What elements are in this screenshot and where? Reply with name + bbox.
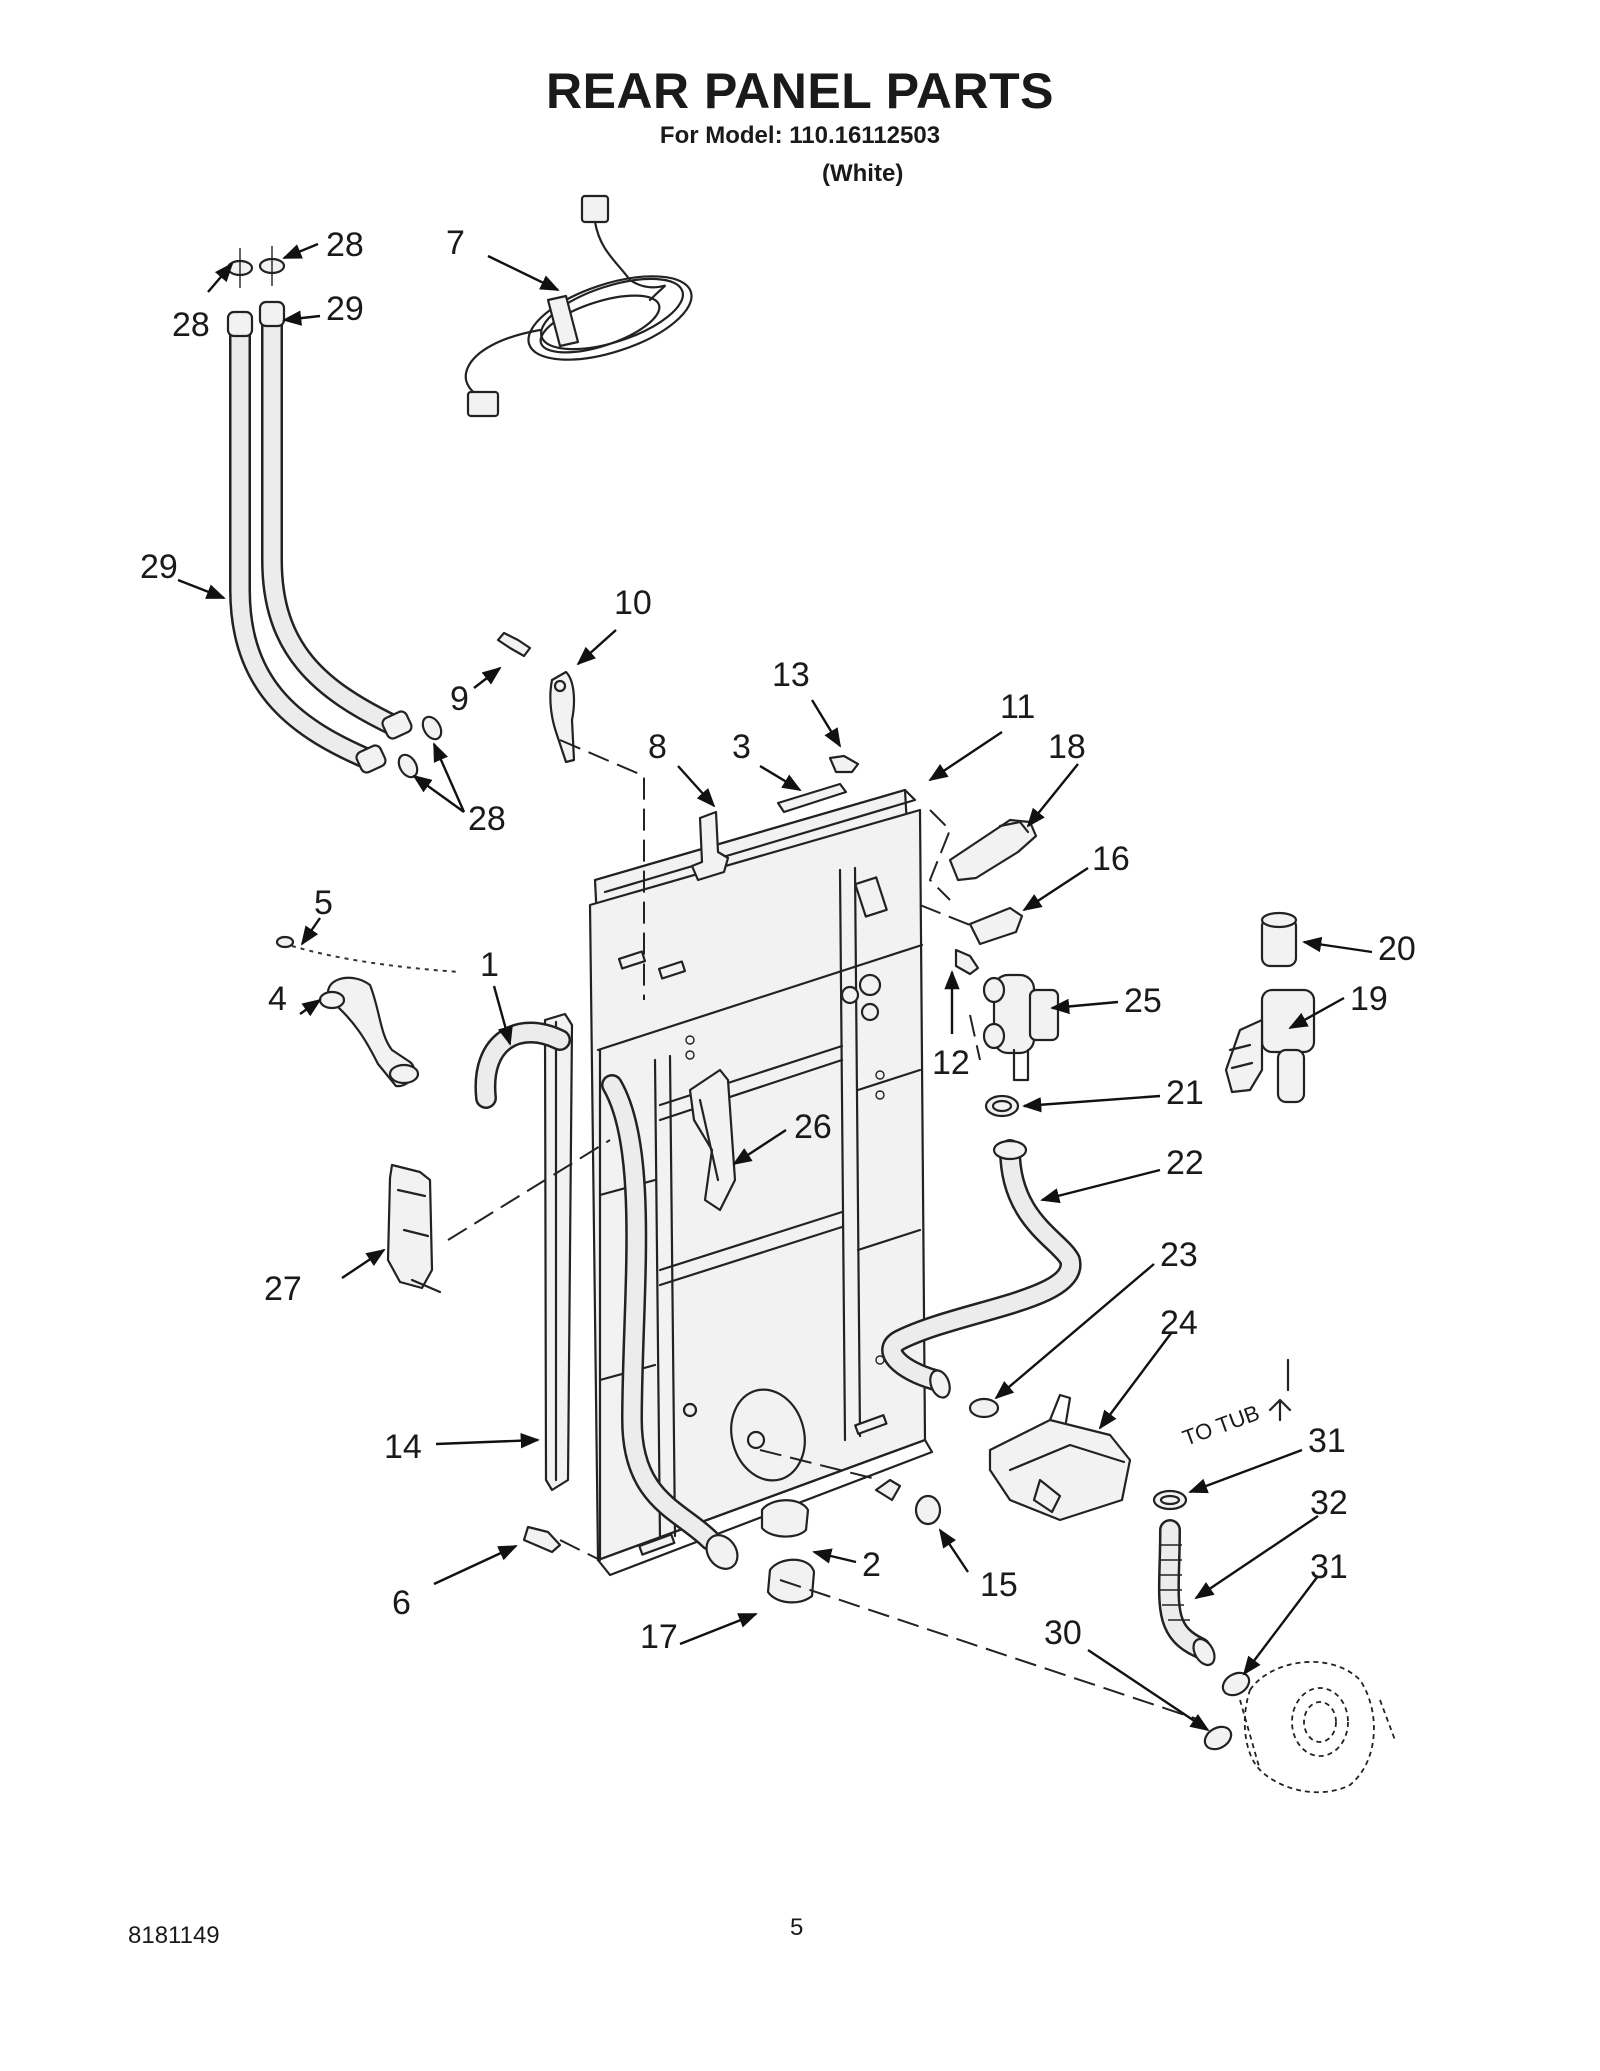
callout-24: 24 xyxy=(1160,1304,1198,1342)
callout-12: 12 xyxy=(932,1044,970,1082)
callout-leaders xyxy=(177,242,1373,1732)
callout-20: 20 xyxy=(1378,930,1416,968)
callout-28-top-right: 28 xyxy=(326,226,364,264)
callout-3: 3 xyxy=(732,728,751,766)
callout-5: 5 xyxy=(314,884,333,922)
callout-18: 18 xyxy=(1048,728,1086,766)
callout-8: 8 xyxy=(648,728,667,766)
callout-6: 6 xyxy=(392,1584,411,1622)
callout-26: 26 xyxy=(794,1108,832,1146)
callout-23: 23 xyxy=(1160,1236,1198,1274)
siphon-break-housing xyxy=(968,1393,1132,1522)
left-bracket xyxy=(386,1163,442,1294)
callout-28-bottom: 28 xyxy=(468,800,506,838)
callout-31-bottom: 31 xyxy=(1310,1548,1348,1586)
callout-30: 30 xyxy=(1044,1614,1082,1652)
document-number: 8181149 xyxy=(128,1922,220,1949)
hose-clips-and-plug xyxy=(760,1478,942,1604)
callout-4: 4 xyxy=(268,980,287,1018)
tie-strap-and-clamp xyxy=(275,935,461,1088)
callout-17: 17 xyxy=(640,1618,678,1656)
to-tub-note: TO TUB xyxy=(1179,1400,1263,1451)
hose-bracket xyxy=(688,1068,737,1212)
callout-9: 9 xyxy=(450,680,469,718)
tub-drain-hose xyxy=(1152,1489,1251,1751)
callout-22: 22 xyxy=(1166,1144,1204,1182)
pressure-switch-parts xyxy=(1224,911,1316,1104)
callout-31-top: 31 xyxy=(1308,1422,1346,1460)
callout-27: 27 xyxy=(264,1270,302,1308)
page-title: REAR PANEL PARTS xyxy=(545,63,1055,119)
color-line: (White) xyxy=(822,160,904,187)
water-valve xyxy=(982,973,1060,1082)
callout-16: 16 xyxy=(1092,840,1130,878)
callout-2: 2 xyxy=(862,1546,881,1584)
callout-13: 13 xyxy=(772,656,810,694)
callout-15: 15 xyxy=(980,1566,1018,1604)
callout-7: 7 xyxy=(446,224,465,262)
callout-14: 14 xyxy=(384,1428,422,1466)
callout-11: 11 xyxy=(1000,688,1035,726)
callout-25: 25 xyxy=(1124,982,1162,1020)
pump-outline xyxy=(1239,1660,1396,1794)
screw-and-clamp-top xyxy=(496,631,576,764)
callout-29-top: 29 xyxy=(326,290,364,328)
callout-19: 19 xyxy=(1350,980,1388,1018)
power-cord xyxy=(464,194,693,418)
page-number: 5 xyxy=(790,1914,804,1941)
model-line: For Model: 110.16112503 xyxy=(659,122,941,149)
drain-hose-and-channel xyxy=(474,1012,739,1570)
callout-labels: 7 28 28 29 29 28 9 10 13 11 8 3 18 16 5 … xyxy=(140,224,1416,1656)
rear-panel xyxy=(588,788,934,1577)
callout-10: 10 xyxy=(614,584,652,622)
inlet-hoses xyxy=(226,300,413,774)
callout-32: 32 xyxy=(1310,1484,1348,1522)
callout-28-top-left: 28 xyxy=(172,306,210,344)
mounting-bracket-and-bar xyxy=(690,754,860,882)
callout-21: 21 xyxy=(1166,1074,1204,1112)
assembly-lines xyxy=(447,739,1292,1721)
panel-screws xyxy=(522,948,980,1554)
side-brackets xyxy=(948,818,1038,946)
callout-1: 1 xyxy=(480,946,499,984)
valve-hose xyxy=(881,1094,1082,1399)
callout-29-left: 29 xyxy=(140,548,178,586)
